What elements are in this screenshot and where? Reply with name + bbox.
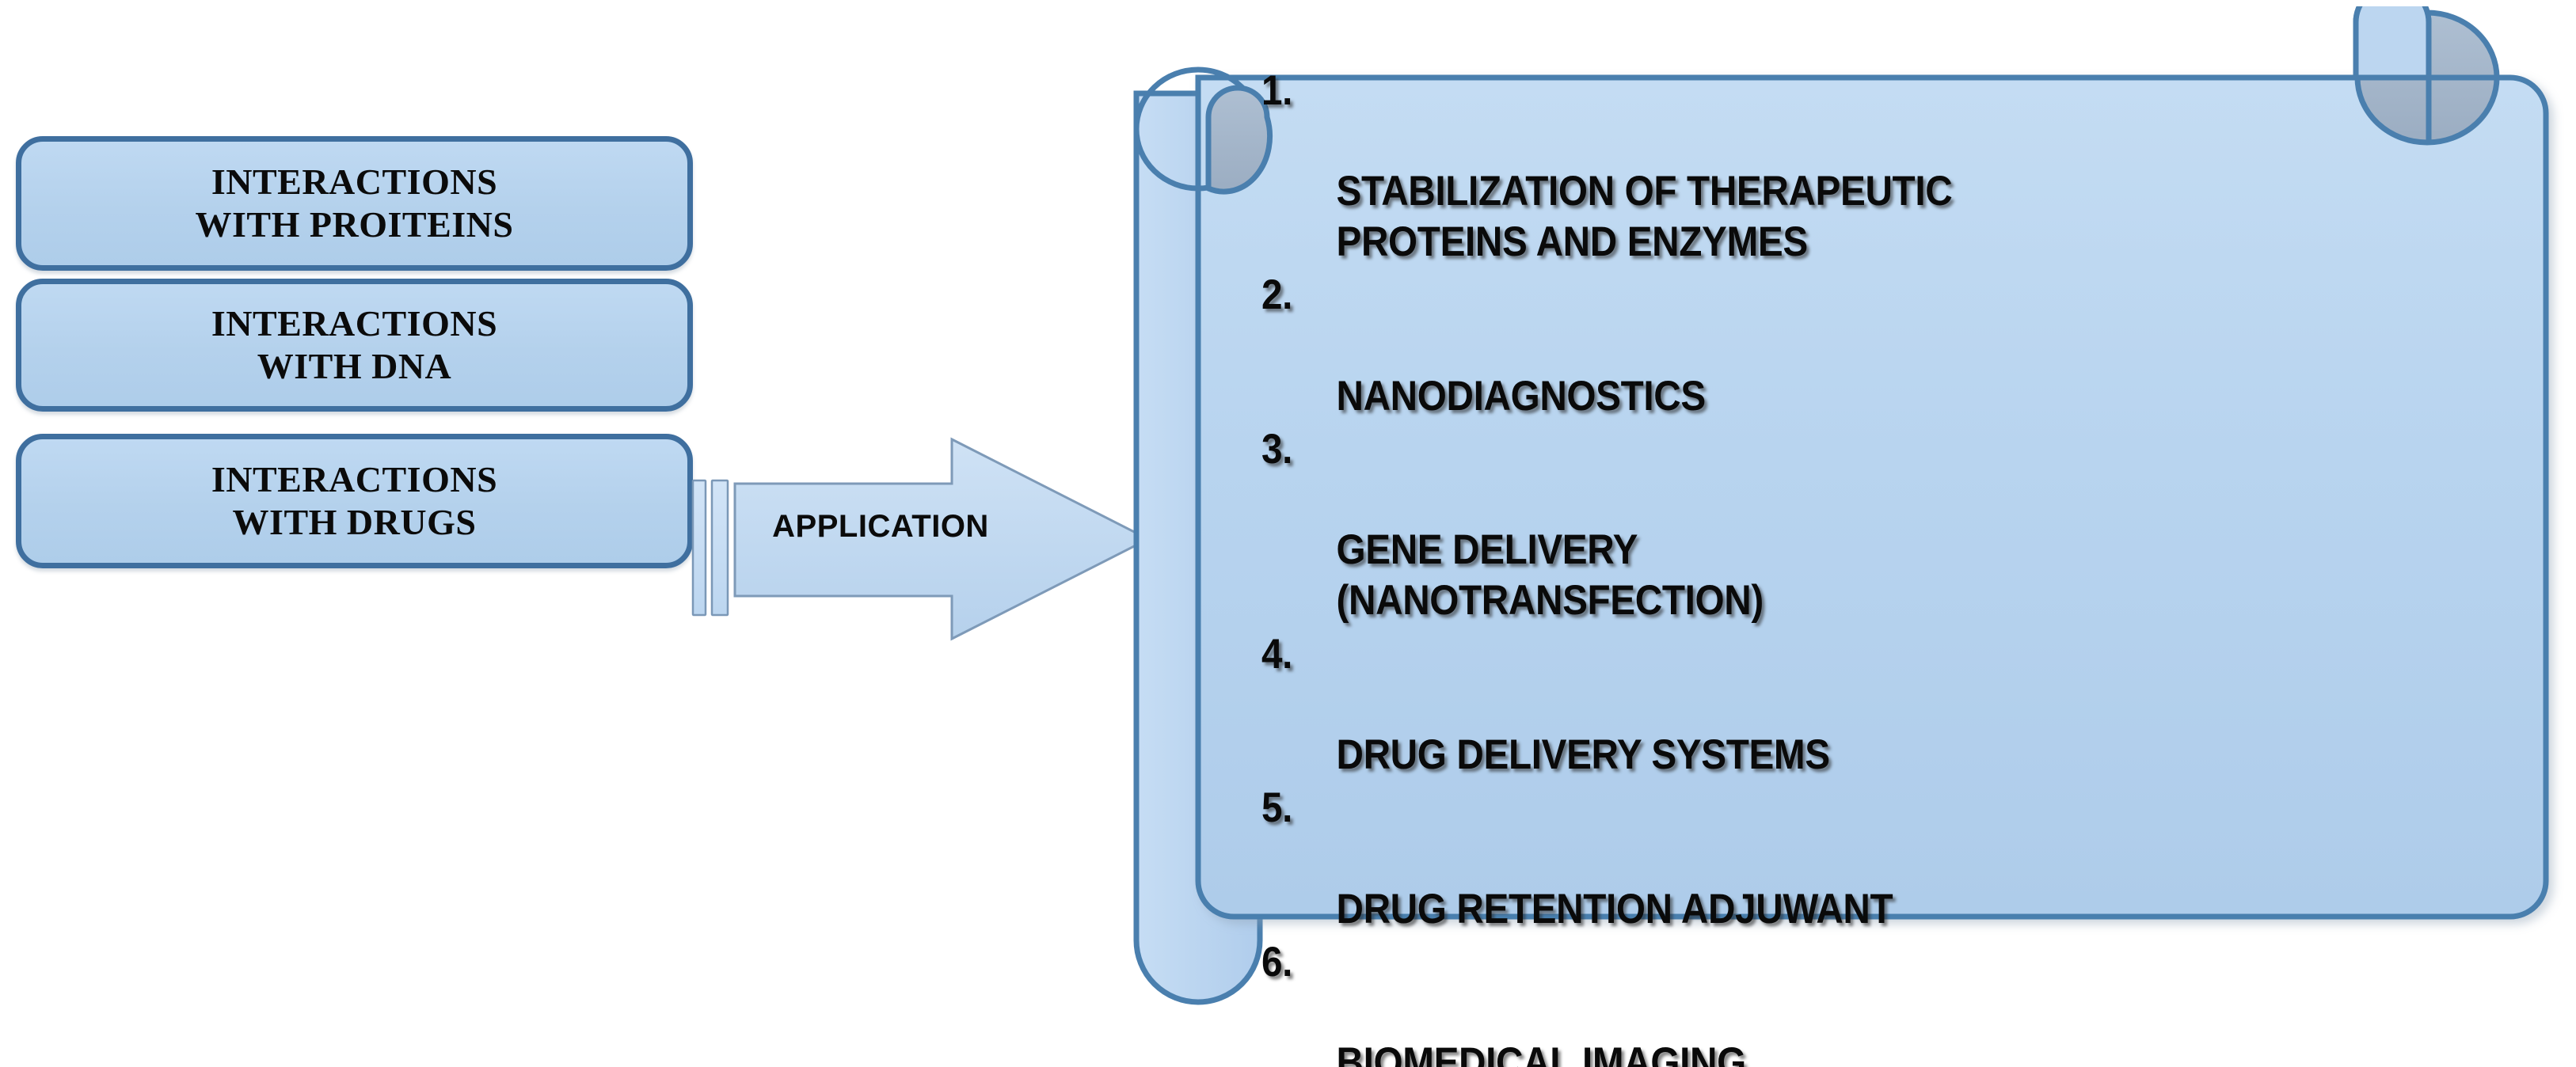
list-item[interactable]: 1. STABILIZATION OF THERAPEUTIC PROTEINS… [1261, 66, 2402, 267]
input-box-dna-label: INTERACTIONS WITH DNA [211, 302, 498, 386]
list-item-text: GENE DELIVERY (NANOTRANSFECTION) [1336, 526, 1764, 624]
arrow-tail-bar-1 [691, 479, 707, 617]
arrow-tail-bar-2 [710, 479, 729, 617]
list-item-number: 2. [1261, 271, 1293, 319]
list-item-number: 1. [1261, 67, 1293, 114]
input-box-drugs[interactable]: INTERACTIONS WITH DRUGS [16, 434, 693, 568]
list-item[interactable]: 6. BIOMEDICAL IMAGING [1261, 937, 2402, 1067]
scroll-right-roll-curl-fill [2356, 6, 2429, 78]
list-item[interactable]: 2. NANODIAGNOSTICS [1261, 270, 2402, 421]
input-box-proteins-label: INTERACTIONS WITH PROITEINS [195, 161, 514, 245]
list-item-text: STABILIZATION OF THERAPEUTIC PROTEINS AN… [1336, 168, 1953, 265]
scroll-panel-body [1195, 74, 2549, 920]
list-item-text: DRUG RETENTION ADJUWANT [1336, 885, 1893, 932]
scroll-left-roll-curl [1205, 85, 1273, 195]
list-item-number: 3. [1261, 426, 1293, 473]
scroll-right-roll-curl-line [2353, 6, 2432, 142]
list-item-text: DRUG DELIVERY SYSTEMS [1336, 731, 1831, 778]
list-item[interactable]: 3. GENE DELIVERY (NANOTRANSFECTION) [1261, 424, 2402, 625]
input-box-proteins[interactable]: INTERACTIONS WITH PROITEINS [16, 136, 693, 271]
applications-scroll[interactable]: 1. STABILIZATION OF THERAPEUTIC PROTEINS… [1124, 6, 2566, 1067]
application-arrow[interactable]: APPLICATION [691, 423, 1158, 653]
scroll-shape [1133, 6, 2549, 1005]
list-item-number: 5. [1261, 784, 1293, 832]
input-box-dna[interactable]: INTERACTIONS WITH DNA [16, 279, 693, 412]
list-item[interactable]: 4. DRUG DELIVERY SYSTEMS [1261, 629, 2402, 780]
input-box-drugs-label: INTERACTIONS WITH DRUGS [211, 458, 498, 542]
arrow-body [733, 437, 1151, 641]
list-item-text: NANODIAGNOSTICS [1336, 372, 1707, 420]
arrow-label: APPLICATION [772, 509, 989, 544]
list-item-number: 4. [1261, 630, 1293, 678]
list-item[interactable]: 5. DRUG RETENTION ADJUWANT [1261, 783, 2402, 934]
list-item-number: 6. [1261, 939, 1293, 986]
arrow-shape [691, 437, 1151, 641]
list-item-text: BIOMEDICAL IMAGING [1336, 1039, 1747, 1067]
applications-list: 1. STABILIZATION OF THERAPEUTIC PROTEINS… [1261, 66, 2528, 1067]
